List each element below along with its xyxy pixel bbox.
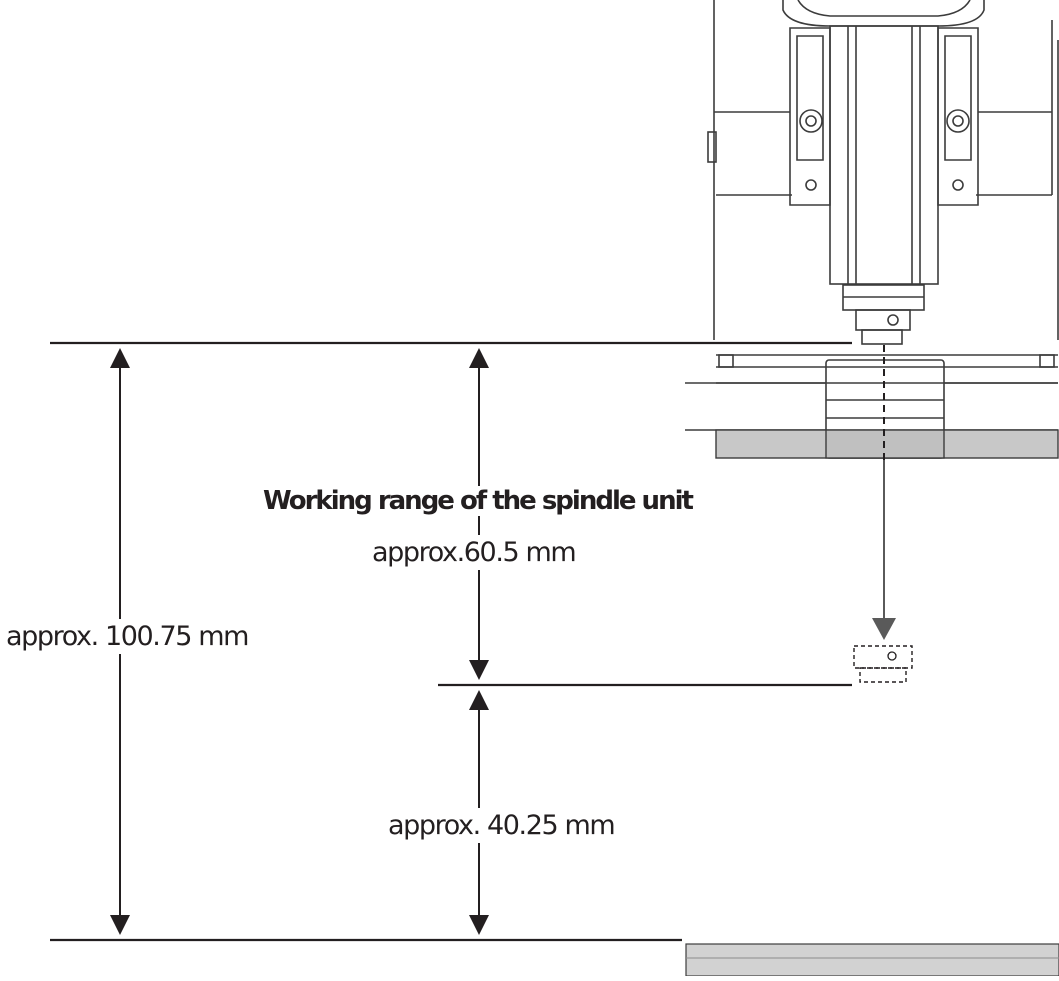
working-range-value: approx.60.5 mm — [372, 535, 577, 570]
total-height-label: approx. 100.75 mm — [4, 619, 251, 654]
tool-plate — [715, 429, 1059, 459]
spindle-travel-indicator — [853, 345, 913, 683]
lower-distance-label: approx. 40.25 mm — [388, 808, 616, 843]
workpiece-surface — [685, 943, 1059, 977]
machine-illustration — [685, 0, 1059, 459]
working-range-title: Working range of the spindle unit — [263, 486, 694, 516]
reference-lines — [50, 341, 852, 942]
